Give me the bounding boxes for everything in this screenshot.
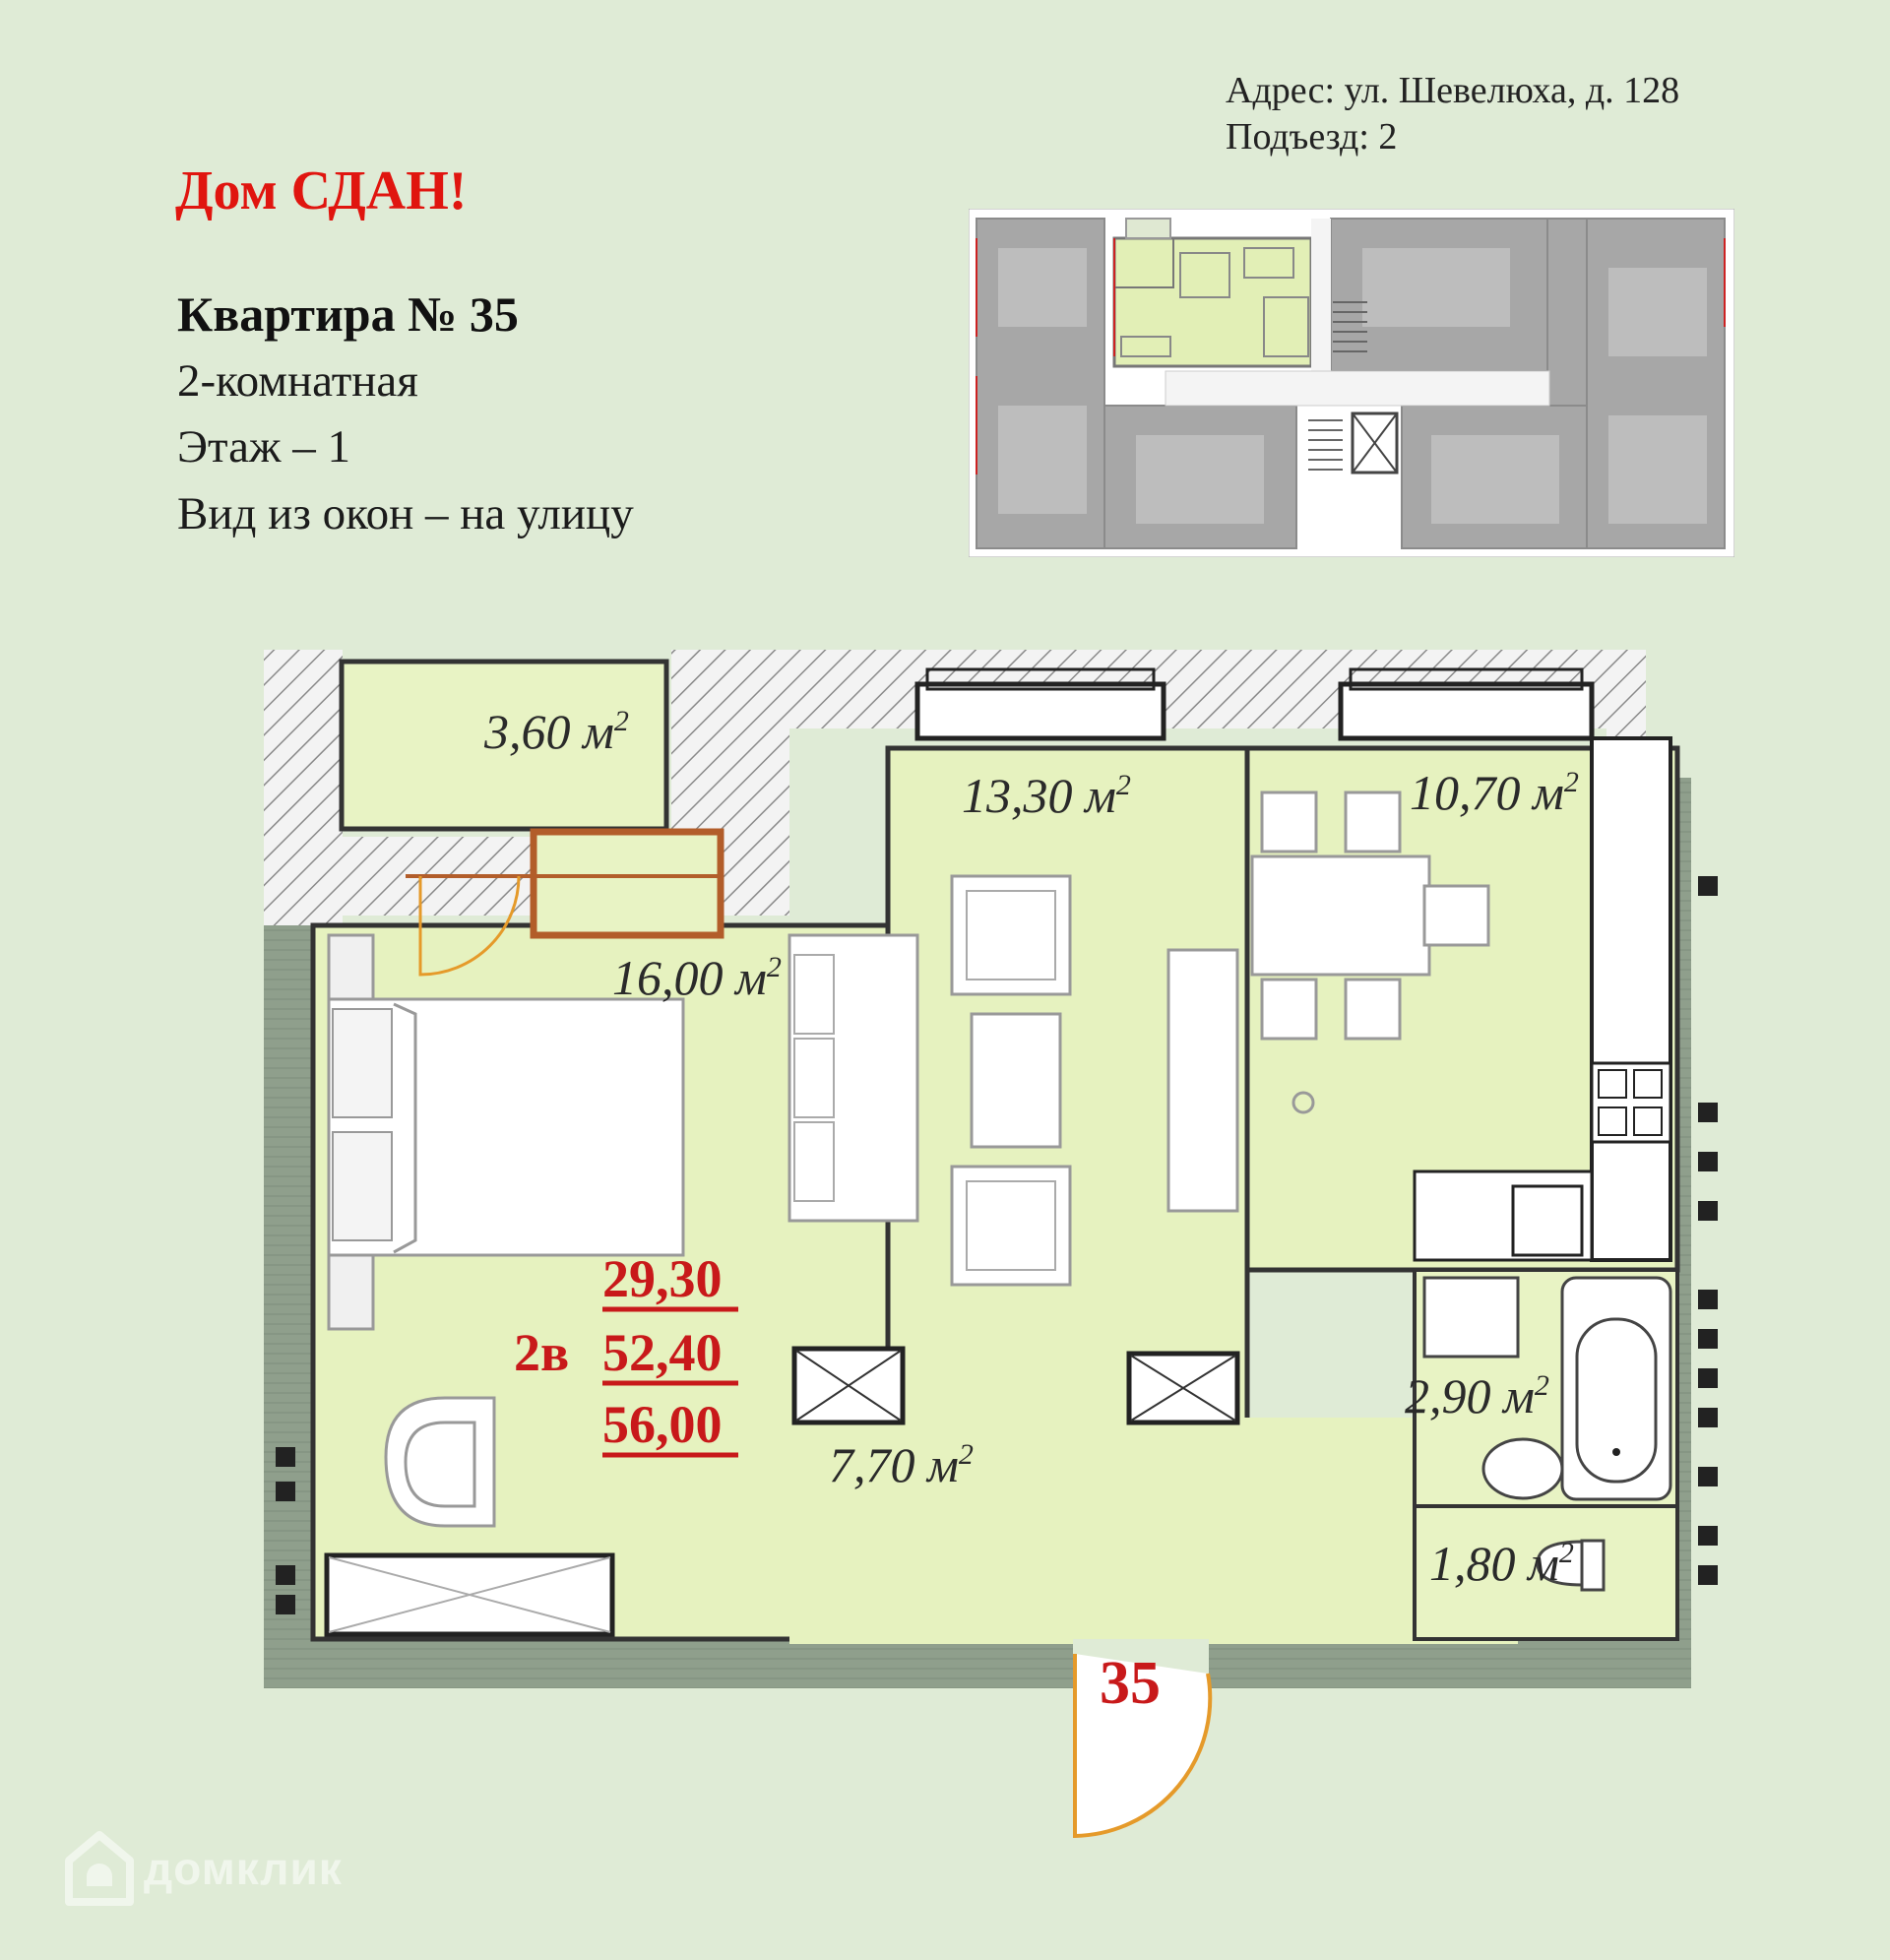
sofa [788, 933, 919, 1223]
room-count: 2-комнатная [177, 355, 418, 407]
sink [1511, 1184, 1584, 1257]
total-area: 52,40 [602, 1323, 723, 1382]
floor-plan: 35 3,60 м2 13,30 м2 10,70 м2 16,00 м2 7,… [264, 650, 1718, 1839]
window [1338, 681, 1595, 741]
armchair [950, 1165, 1072, 1287]
bathtub [1560, 1276, 1672, 1501]
window-view: Вид из окон – на улицу [177, 488, 634, 539]
kitchen-counter [1590, 736, 1672, 1262]
total-area-with-balcony: 56,00 [602, 1395, 723, 1454]
floor-number: Этаж – 1 [177, 421, 350, 473]
coffee-table [970, 1012, 1062, 1149]
toilet-bowl [1536, 1540, 1584, 1587]
highlighted-apartment [1112, 236, 1313, 368]
apartment-title: Квартира № 35 [177, 286, 519, 342]
entrance-door[interactable] [1073, 1654, 1213, 1839]
chair [1344, 978, 1402, 1041]
chair [1260, 790, 1318, 854]
washbasin [1481, 1437, 1564, 1500]
living-area-total: 29,30 [602, 1249, 723, 1308]
armchair [950, 874, 1072, 996]
hallway [789, 1418, 1518, 1644]
apartment-number: 35 [1100, 1650, 1161, 1717]
chair [1422, 884, 1490, 947]
area-living-room: 13,30 м2 [962, 768, 1131, 823]
light-fixture [1292, 1091, 1315, 1114]
house-logo-icon [65, 1831, 134, 1906]
domclick-watermark: домклик [65, 1831, 343, 1906]
address: Адрес: ул. Шевелюха, д. 128 [1226, 70, 1680, 111]
area-kitchen: 10,70 м2 [1410, 765, 1579, 820]
chair [1344, 790, 1402, 854]
window [914, 681, 1166, 741]
balcony [339, 659, 669, 832]
exterior-wall [264, 925, 313, 1639]
facade-wall [264, 650, 343, 935]
area-toilet: 1,80 м2 [1429, 1536, 1574, 1591]
area-hallway: 7,70 м2 [829, 1437, 974, 1492]
floor-key-plan [969, 209, 1734, 557]
watermark-text: домклик [144, 1843, 343, 1894]
area-bathroom: 2,90 м2 [1405, 1368, 1549, 1423]
apartment-type: 2в [514, 1323, 569, 1382]
balcony-door [418, 875, 521, 977]
chair [1260, 978, 1318, 1041]
house-status: Дом СДАН! [175, 160, 468, 221]
balcony-window [530, 828, 724, 939]
entrance: Подъезд: 2 [1226, 116, 1398, 158]
washing-machine [1422, 1276, 1520, 1359]
stove [1590, 1061, 1672, 1144]
dining-table [1250, 854, 1431, 977]
tv-stand [1166, 948, 1239, 1213]
area-bedroom: 16,00 м2 [612, 950, 782, 1005]
area-balcony: 3,60 м2 [483, 704, 629, 759]
